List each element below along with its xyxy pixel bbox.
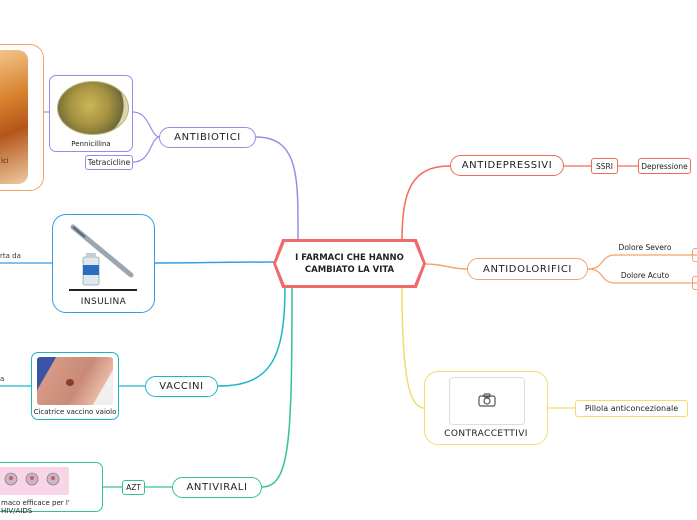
dolore-severo-child-partial[interactable] (692, 248, 697, 262)
insulina-card[interactable]: INSULINA (52, 214, 155, 313)
ssri-label: SSRI (596, 161, 613, 171)
central-node[interactable]: I FARMACI CHE HANNO CAMBIATO LA VITA (276, 242, 423, 285)
dolore-acuto-label: Dolore Acuto (620, 271, 670, 280)
pillola-label: Pillola anticoncezionale (584, 404, 679, 413)
node-ssri[interactable]: SSRI (591, 158, 618, 174)
hiv-caption: maco efficace per l' HIV/AIDS (1, 499, 70, 515)
antidepressivi-label: ANTIDEPRESSIVI (461, 160, 553, 171)
antidolorifici-label: ANTIDOLORIFICI (483, 263, 572, 275)
hiv-card[interactable]: maco efficace per l' HIV/AIDS (0, 462, 103, 515)
antibiotici-label: ANTIBIOTICI (174, 132, 241, 143)
node-azt[interactable]: AZT (122, 480, 145, 495)
node-antibiotici[interactable]: ANTIBIOTICI (159, 127, 256, 148)
insulina-label: INSULINA (80, 297, 127, 307)
penicillina-label: Pennicillina (71, 140, 111, 148)
penicillina-card[interactable]: Pennicillina (49, 75, 133, 152)
camera-icon (478, 392, 496, 411)
node-dolore-severo[interactable]: Dolore Severo (615, 241, 675, 254)
central-title-line2: CAMBIATO LA VITA (304, 264, 395, 275)
azt-label: AZT (126, 483, 141, 492)
antivirali-label: ANTIVIRALI (186, 482, 248, 493)
hiv-infographic-image (0, 467, 69, 495)
dolore-acuto-child-partial[interactable] (692, 276, 697, 290)
vaccino-card[interactable]: Cicatrice vaccino vaiolo (31, 352, 119, 420)
node-dolore-acuto[interactable]: Dolore Acuto (615, 269, 675, 282)
node-vaccini[interactable]: VACCINI (145, 376, 218, 397)
partial-label-insulina: rta da (0, 252, 21, 260)
dolore-severo-label: Dolore Severo (618, 243, 672, 252)
node-antidolorifici[interactable]: ANTIDOLORIFICI (467, 258, 588, 280)
vaccini-label: VACCINI (159, 381, 204, 392)
contraccettivi-label: CONTRACCETTIVI (444, 429, 528, 439)
central-title-line1: I FARMACI CHE HANNO (295, 252, 404, 263)
depressione-label: Depressione (641, 161, 688, 171)
tetracicline-label: Tetracicline (87, 158, 131, 167)
node-pillola[interactable]: Pillola anticoncezionale (575, 400, 688, 417)
partial-label-ici: ici (1, 157, 9, 165)
partial-label-vaccini: a (0, 375, 5, 383)
node-antidepressivi[interactable]: ANTIDEPRESSIVI (450, 155, 564, 176)
contraccettivi-card[interactable]: CONTRACCETTIVI (424, 371, 548, 445)
petri-dish-image (57, 81, 129, 135)
node-depressione[interactable]: Depressione (638, 158, 691, 174)
vaccine-scar-photo (37, 357, 113, 405)
image-placeholder (449, 377, 525, 425)
node-tetracicline[interactable]: Tetracicline (85, 155, 133, 170)
syringe-image (67, 223, 139, 291)
node-antivirali[interactable]: ANTIVIRALI (172, 477, 262, 498)
scar-mark (66, 379, 74, 386)
vaccino-caption: Cicatrice vaccino vaiolo (33, 408, 117, 416)
orange-photo (0, 50, 28, 184)
